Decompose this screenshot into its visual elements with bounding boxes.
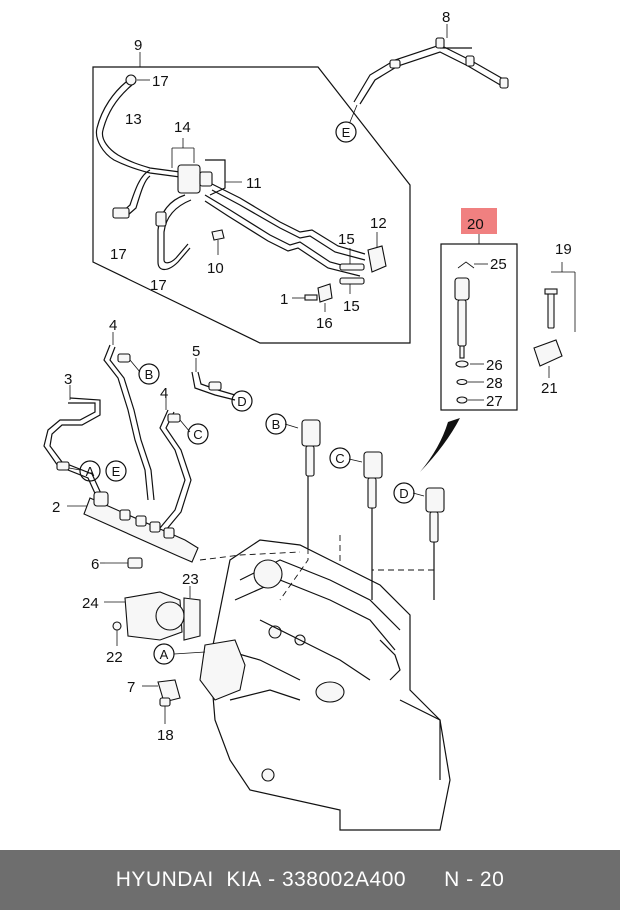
callout-26: 26 — [486, 357, 503, 374]
callout-10: 10 — [207, 260, 224, 277]
callout-23: 23 — [182, 571, 199, 588]
return-hose-8 — [349, 24, 509, 123]
callout-6: 6 — [91, 556, 99, 573]
parts-diagram: E B D C A E B C D A 8 9 17 13 14 11 12 1… — [43, 9, 576, 831]
footer-gap — [406, 868, 444, 892]
callout-27: 27 — [486, 393, 503, 410]
callout-3: 3 — [64, 371, 72, 388]
callout-2: 2 — [52, 499, 60, 516]
callout-numbers: 8 9 17 13 14 11 12 15 17 10 17 1 15 16 2… — [52, 9, 572, 744]
callout-22: 22 — [106, 649, 123, 666]
footer-separator: - — [261, 868, 282, 891]
callout-11: 11 — [246, 175, 262, 192]
footer-bar: HYUNDAI KIA - 338002A400 N - 20 — [0, 850, 620, 910]
callout-24: 24 — [82, 595, 99, 612]
callout-9: 9 — [134, 37, 142, 54]
ref-c-pipe: C — [193, 427, 202, 442]
callout-15-top: 15 — [338, 231, 355, 248]
callout-16: 16 — [316, 315, 333, 332]
ref-a-pipe: A — [86, 464, 95, 479]
footer-part-number: 338002A400 — [281, 868, 407, 891]
ref-d-injector: D — [399, 486, 408, 501]
injector-clamp-assembly — [533, 262, 576, 378]
common-rail — [67, 491, 199, 569]
callout-17-bottom: 17 — [150, 277, 167, 294]
callout-15-bottom: 15 — [343, 298, 360, 315]
callout-18: 18 — [157, 727, 174, 744]
footer-brand: HYUNDAI KIA — [115, 868, 262, 891]
callout-1: 1 — [280, 291, 288, 308]
callout-8: 8 — [442, 9, 450, 26]
callout-21: 21 — [541, 380, 558, 397]
callout-19: 19 — [555, 241, 572, 258]
callout-12: 12 — [370, 215, 387, 232]
callout-20: 20 — [467, 216, 484, 233]
callout-13: 13 — [125, 111, 142, 128]
callout-17-top: 17 — [152, 73, 169, 90]
ref-d-pipe: D — [237, 394, 246, 409]
return-hose-group-box — [92, 52, 411, 344]
ref-b-pipe: B — [145, 367, 154, 382]
ref-c-injector: C — [335, 451, 344, 466]
footer-page-ref: N - 20 — [444, 868, 505, 891]
high-pressure-pipes — [43, 332, 236, 531]
callout-4-left: 4 — [109, 317, 117, 334]
ref-e-top: E — [342, 125, 351, 140]
ref-b-injector: B — [272, 417, 281, 432]
callout-28: 28 — [486, 375, 503, 392]
callout-4-right: 4 — [160, 385, 168, 402]
reference-markers: E B D C A E B C D A — [79, 121, 415, 665]
callout-25: 25 — [490, 256, 507, 273]
engine-block — [199, 535, 451, 831]
callout-5: 5 — [192, 343, 200, 360]
part-20-highlight — [461, 208, 497, 234]
ref-a-pump: A — [160, 647, 169, 662]
callout-17-mid: 17 — [110, 246, 127, 263]
callout-14: 14 — [174, 119, 191, 136]
injector-kit-box — [420, 234, 518, 472]
fuel-pump-assembly — [100, 562, 246, 724]
callout-7: 7 — [127, 679, 135, 696]
installed-injectors — [284, 419, 445, 600]
ref-e-pipe: E — [112, 464, 121, 479]
